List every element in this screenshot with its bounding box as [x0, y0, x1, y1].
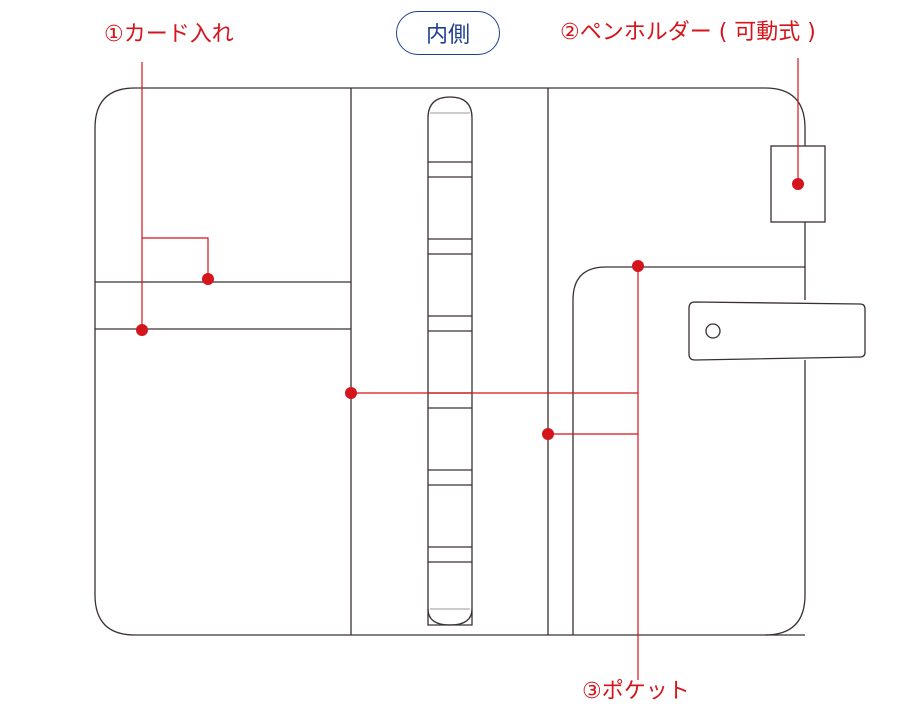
pocket-dot	[345, 387, 357, 399]
strap-snap	[705, 323, 721, 339]
card-dot	[136, 324, 148, 336]
label-pocket: ③ポケット	[582, 679, 690, 704]
binder-rings	[427, 96, 473, 626]
pocket-dot	[542, 428, 554, 440]
cover-outline	[94, 87, 806, 636]
label-pen-holder: ②ペンホルダー ( 可動式 )	[560, 20, 816, 45]
label-card-holder: ①カード入れ	[104, 22, 234, 47]
card-dot	[202, 273, 214, 285]
pocket-dot	[632, 260, 644, 272]
leader-lines	[141, 58, 799, 680]
pocket-outline	[572, 266, 805, 635]
strap	[688, 301, 866, 361]
pen-dot	[792, 178, 804, 190]
marker-dots	[136, 178, 804, 440]
page-title: 内側	[396, 11, 500, 55]
